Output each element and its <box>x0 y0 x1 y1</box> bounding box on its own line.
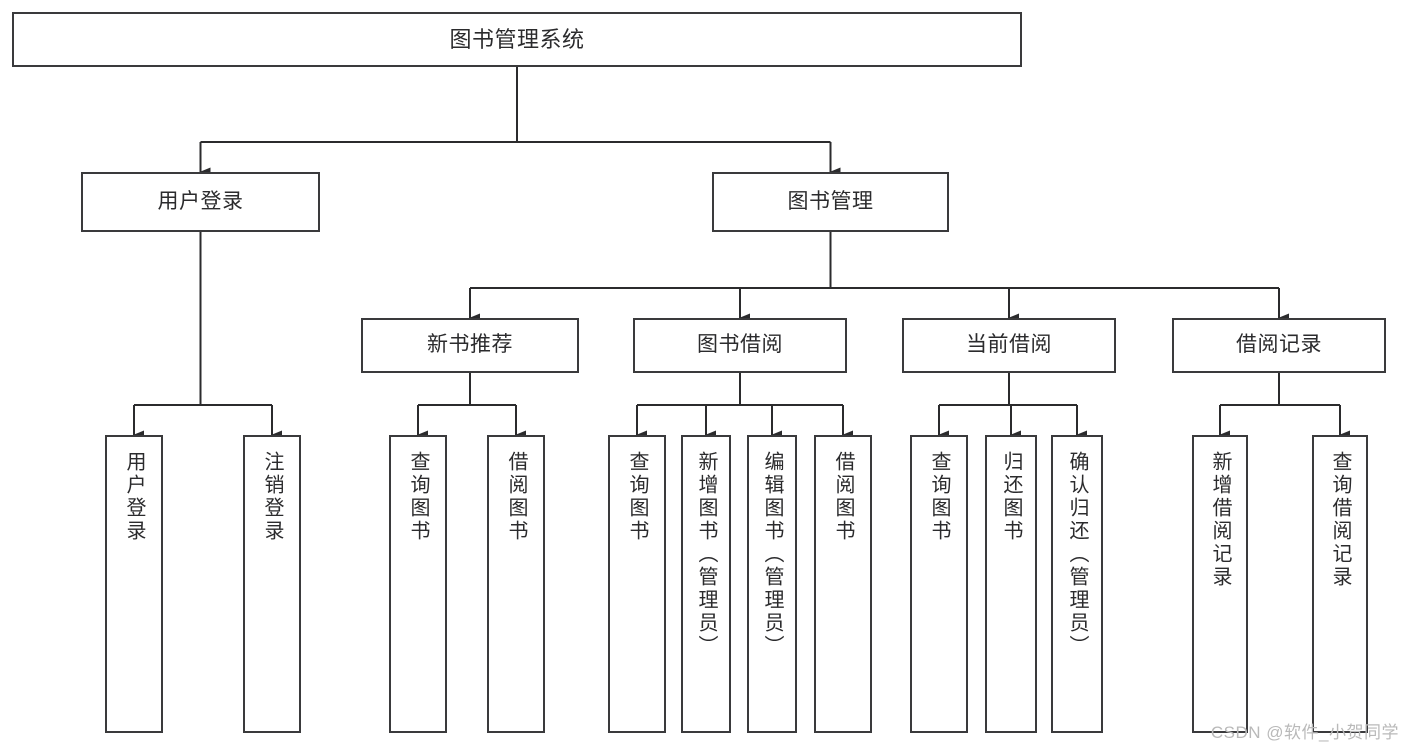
node-leaf-return-book-label: 归还图书 <box>1000 451 1022 543</box>
watermark-text: CSDN @软件_小贺同学 <box>1210 723 1399 742</box>
node-book-borrow[interactable]: 图书借阅 <box>633 318 847 373</box>
node-leaf-edit-book-label: 编辑图书（管理员） <box>761 451 783 658</box>
node-leaf-query-book-3-label: 查询图书 <box>928 451 950 543</box>
node-leaf-borrow-book-1-label: 借阅图书 <box>505 451 527 543</box>
node-leaf-borrow-book-2[interactable]: 借阅图书 <box>814 435 872 733</box>
node-new-book-rec[interactable]: 新书推荐 <box>361 318 579 373</box>
node-leaf-query-record[interactable]: 查询借阅记录 <box>1312 435 1368 733</box>
node-leaf-user-logout-label: 注销登录 <box>261 451 283 543</box>
node-leaf-return-book[interactable]: 归还图书 <box>985 435 1037 733</box>
node-leaf-query-book-2-label: 查询图书 <box>626 451 648 543</box>
node-leaf-query-record-label: 查询借阅记录 <box>1329 451 1351 589</box>
node-user-login[interactable]: 用户登录 <box>81 172 320 232</box>
node-new-book-rec-label: 新书推荐 <box>427 333 513 357</box>
node-leaf-confirm-return[interactable]: 确认归还（管理员） <box>1051 435 1103 733</box>
node-leaf-add-book[interactable]: 新增图书（管理员） <box>681 435 731 733</box>
node-leaf-user-logout[interactable]: 注销登录 <box>243 435 301 733</box>
node-book-borrow-label: 图书借阅 <box>697 333 783 357</box>
node-leaf-add-record[interactable]: 新增借阅记录 <box>1192 435 1248 733</box>
node-leaf-user-login[interactable]: 用户登录 <box>105 435 163 733</box>
node-user-login-label: 用户登录 <box>157 189 244 213</box>
node-current-borrow[interactable]: 当前借阅 <box>902 318 1116 373</box>
node-leaf-confirm-return-label: 确认归还（管理员） <box>1066 451 1088 658</box>
node-leaf-query-book-3[interactable]: 查询图书 <box>910 435 968 733</box>
node-leaf-add-record-label: 新增借阅记录 <box>1209 451 1231 589</box>
node-root[interactable]: 图书管理系统 <box>12 12 1022 67</box>
node-current-borrow-label: 当前借阅 <box>966 333 1052 357</box>
node-leaf-add-book-label: 新增图书（管理员） <box>695 451 717 658</box>
node-book-manage[interactable]: 图书管理 <box>712 172 949 232</box>
node-book-manage-label: 图书管理 <box>787 189 874 213</box>
node-leaf-user-login-label: 用户登录 <box>123 451 145 543</box>
node-leaf-query-book-2[interactable]: 查询图书 <box>608 435 666 733</box>
node-root-label: 图书管理系统 <box>449 26 585 52</box>
node-borrow-record-label: 借阅记录 <box>1236 333 1322 357</box>
node-leaf-borrow-book-2-label: 借阅图书 <box>832 451 854 543</box>
node-borrow-record[interactable]: 借阅记录 <box>1172 318 1386 373</box>
node-leaf-query-book-1-label: 查询图书 <box>407 451 429 543</box>
node-leaf-query-book-1[interactable]: 查询图书 <box>389 435 447 733</box>
node-leaf-edit-book[interactable]: 编辑图书（管理员） <box>747 435 797 733</box>
node-leaf-borrow-book-1[interactable]: 借阅图书 <box>487 435 545 733</box>
